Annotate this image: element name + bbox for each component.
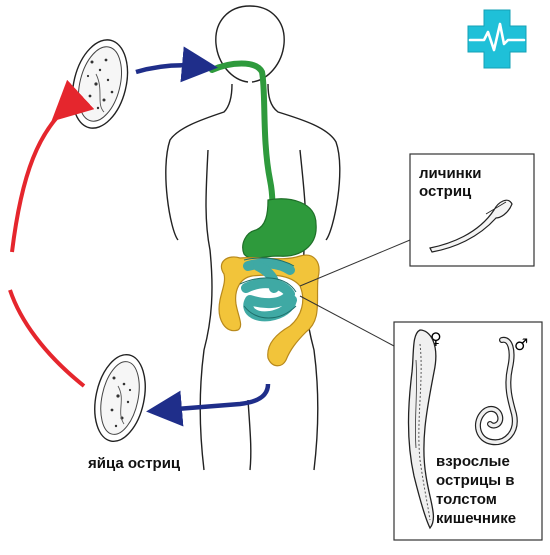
- medical-cross-heartbeat-icon: [467, 9, 527, 69]
- large-intestine: [218, 254, 320, 367]
- adults-callout: ♀ ♂ взрослые острицы в толстом кишечнике: [393, 321, 543, 541]
- ingestion-arrow: [135, 46, 218, 83]
- adults-label-line4: кишечнике: [436, 510, 516, 527]
- larvae-label-line1: личинки: [419, 165, 481, 182]
- adults-label-line2: острицы в: [436, 472, 514, 489]
- small-intestine-outline: [239, 257, 297, 319]
- esophagus: [209, 60, 276, 225]
- larvae-pointer-line: [299, 239, 411, 287]
- stomach: [242, 198, 317, 259]
- egg-bottom: [94, 353, 146, 443]
- small-intestine: [241, 258, 297, 322]
- egg-top: [71, 39, 129, 129]
- female-worm: [407, 329, 437, 530]
- cycle-arrow-upper: [10, 79, 95, 253]
- female-symbol: ♀: [430, 329, 442, 348]
- adults-pointer-line: [299, 295, 395, 347]
- eggs-label: яйца остриц: [88, 455, 181, 472]
- male-symbol: ♂: [514, 335, 528, 354]
- adults-label-line3: толстом: [436, 491, 497, 508]
- larvae-label-line2: остриц: [419, 183, 472, 200]
- excretion-arrow: [146, 383, 271, 427]
- larvae-callout: личинки остриц: [409, 153, 535, 267]
- adults-label-line1: взрослые: [436, 453, 510, 470]
- larva-worm: [429, 199, 513, 253]
- cycle-arrow-lower: [8, 289, 86, 388]
